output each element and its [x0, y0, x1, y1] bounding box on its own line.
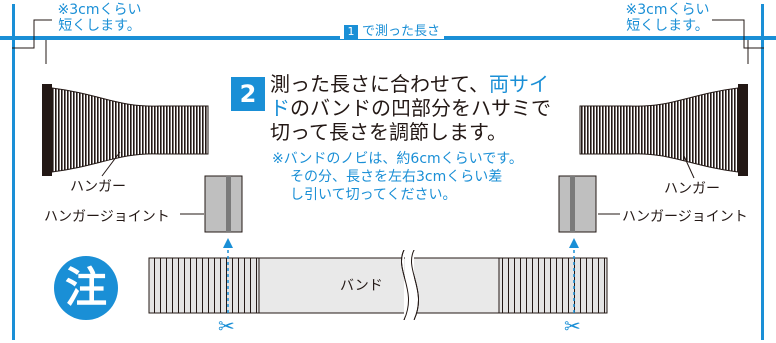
measure-label: 1 で測った長さ	[340, 20, 445, 39]
step2-number: 2	[231, 77, 265, 111]
top-left-note-line1: ※3cmくらい	[57, 2, 142, 18]
stretch-note-line1: ※バンドのノビは、約6cmくらいです。	[272, 151, 523, 167]
step2-line1a: 測った長さに合わせて、	[270, 72, 489, 96]
step2-line1b: 両サイ	[489, 72, 549, 96]
band-label: バンド	[340, 278, 383, 294]
joint-label-left: ハンガージョイント	[44, 209, 170, 225]
left-edge-line	[12, 4, 15, 340]
step2-line2b: のバンドの凹部分をハサミで	[290, 96, 551, 120]
step2-line3: 切って長さを調節します。	[270, 120, 507, 144]
right-hanger-illustration	[579, 84, 748, 176]
band-illustration	[148, 250, 608, 320]
scissors-icon-left: ✂	[218, 314, 235, 338]
right-edge-line	[761, 4, 764, 340]
hanger-label-right: ハンガー	[664, 181, 720, 197]
joint-label-right: ハンガージョイント	[622, 209, 748, 225]
step2-line2a: ド	[270, 96, 290, 120]
measure-label-text: で測った長さ	[362, 24, 441, 39]
hanger-label-left: ハンガー	[70, 179, 126, 195]
scissors-icon-right: ✂	[564, 314, 581, 338]
top-right-note-line2: 短くします。	[626, 18, 709, 34]
top-left-note-line2: 短くします。	[58, 18, 141, 34]
top-right-note-line1: ※3cmくらい	[625, 2, 710, 18]
stretch-note: ※バンドのノビは、約6cmくらいです。 その分、長さを左右3cmくらい差 し引い…	[272, 150, 523, 204]
stretch-note-line2: その分、長さを左右3cmくらい差	[290, 169, 503, 185]
left-hanger-illustration	[42, 84, 209, 176]
step2-text: 測った長さに合わせて、両サイ ドのバンドの凹部分をハサミで 切って長さを調節しま…	[270, 72, 551, 144]
caution-icon: 注	[54, 256, 118, 320]
top-right-note: ※3cmくらい 短くします。	[620, 2, 715, 34]
left-joint-illustration	[204, 175, 243, 233]
stretch-note-line3: し引いて切ってください。	[290, 187, 457, 203]
step1-badge: 1	[344, 24, 358, 39]
right-joint-illustration	[558, 175, 597, 233]
top-left-note: ※3cmくらい 短くします。	[52, 2, 147, 34]
